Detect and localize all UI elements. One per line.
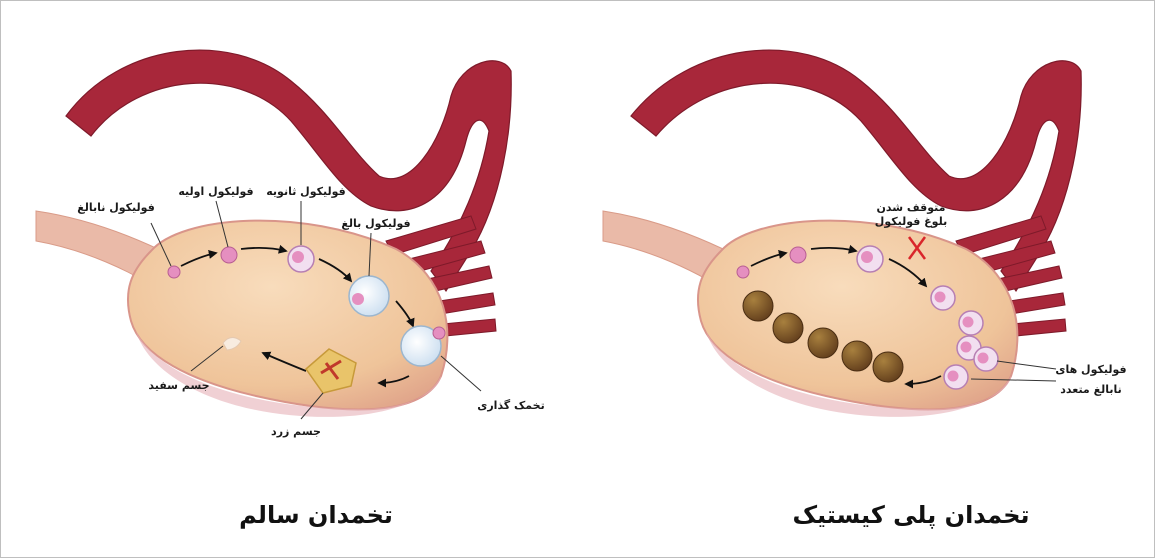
label-ovulation: تخمک گذاری (466, 399, 556, 412)
label-corpus-luteum: جسم زرد (256, 425, 336, 438)
label-mature-follicle: فولیکول بالغ (326, 217, 426, 230)
title-pcos-ovary: تخمدان پلی کیستیک (781, 501, 1041, 529)
title-healthy-ovary: تخمدان سالم (216, 501, 416, 529)
label-arrest-line1: متوقف شدن (861, 201, 961, 214)
label-multiple-follicles-line2: نابالغ متعدد (1041, 383, 1141, 396)
label-immature-follicle: فولیکول نابالغ (61, 201, 171, 214)
label-secondary-follicle: فولیکول ثانویه (246, 185, 366, 198)
label-arrest-line2: بلوغ فولیکول (861, 215, 961, 228)
healthy-ovary-figure (36, 50, 511, 419)
pcos-ovary-figure (603, 50, 1081, 417)
label-corpus-albicans: جسم سفید (139, 379, 219, 392)
label-multiple-follicles-line1: فولیکول های (1041, 363, 1141, 376)
